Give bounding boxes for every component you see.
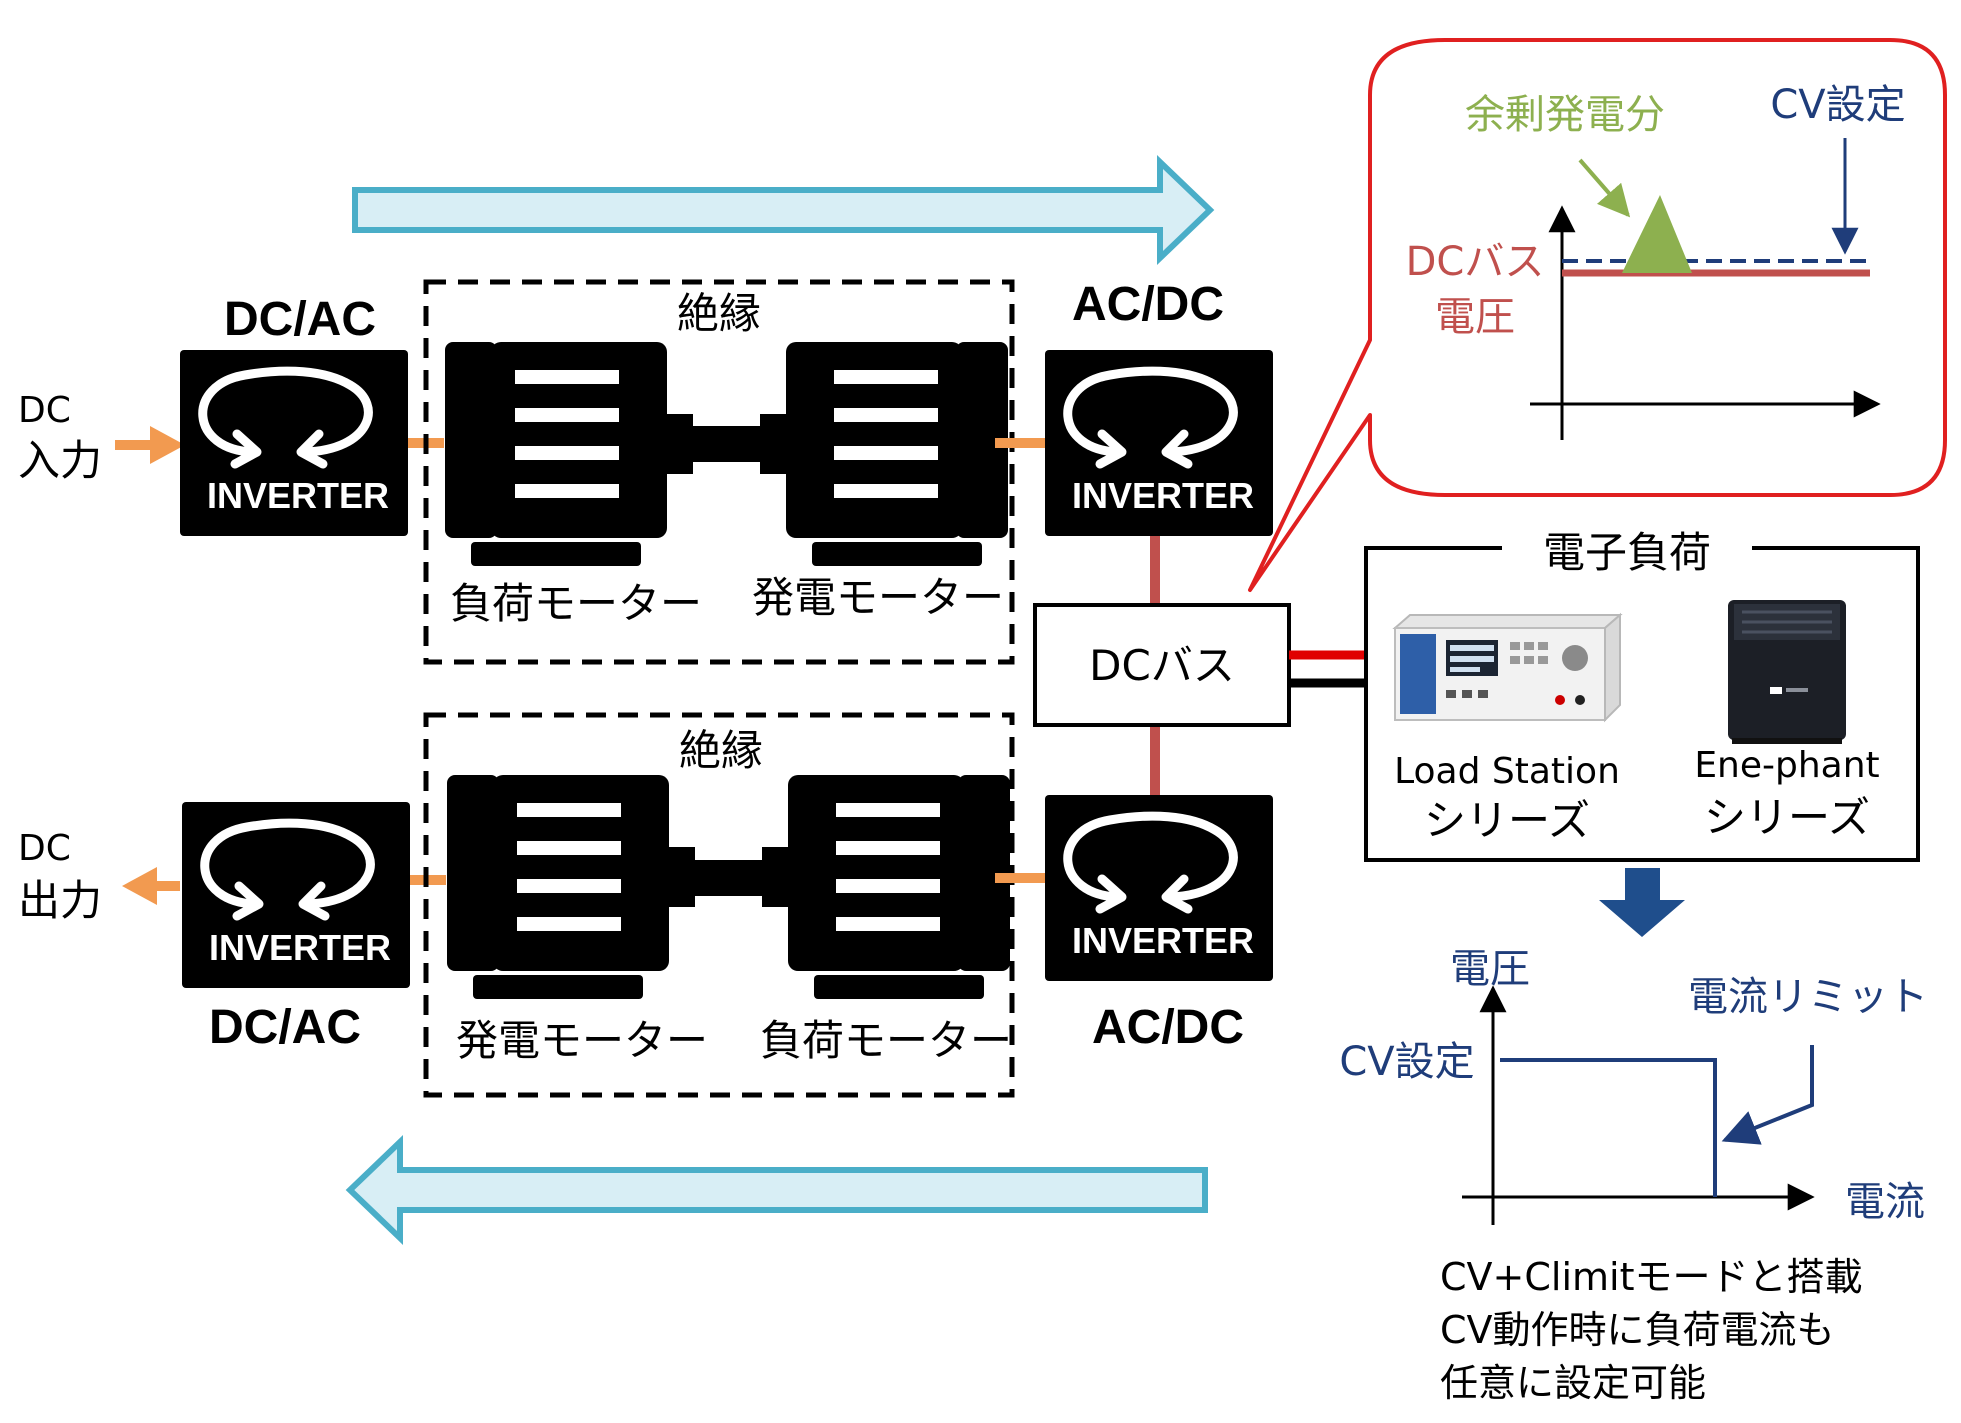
ene-phant-series: シリーズ: [1704, 793, 1870, 842]
top-load-motor: [445, 342, 693, 566]
electronic-load-title-bg: [1502, 528, 1752, 572]
cv-characteristic-line: [1500, 1058, 1717, 1197]
dc-bus-label: DCバス: [1089, 641, 1235, 690]
note-line-3: 任意に設定可能: [1440, 1361, 1706, 1405]
bus-voltage-label-line2: 電圧: [1435, 294, 1515, 340]
bottom-left-inverter-label: INVERTER: [209, 927, 391, 968]
note-line-2: CV動作時に負荷電流も: [1440, 1308, 1835, 1352]
load-station-device-image: [1392, 612, 1623, 723]
cv-graph-y-label: 電圧: [1450, 946, 1530, 992]
top-acdc-title: AC/DC: [1072, 278, 1224, 331]
top-dcac-title: DC/AC: [224, 293, 376, 346]
dc-output-label-dc: DC: [18, 828, 71, 869]
ene-phant-name: Ene-phant: [1694, 745, 1879, 786]
load-station-name: Load Station: [1394, 751, 1620, 792]
bottom-isolation-box: [423, 712, 1015, 1098]
top-right-inverter-label: INVERTER: [1072, 475, 1254, 516]
callout-bubble: [1248, 38, 1947, 592]
cv-graph-cv-setting-label: CV設定: [1339, 1039, 1474, 1085]
surplus-label: 余剰発電分: [1465, 92, 1665, 138]
bottom-acdc-title: AC/DC: [1092, 1001, 1244, 1054]
bottom-left-inverter: INVERTER: [182, 802, 410, 988]
current-limit-label: 電流リミット: [1688, 974, 1928, 1020]
dc-bus-box: [1033, 603, 1291, 727]
bottom-generator-motor-label: 発電モーター: [456, 1016, 708, 1065]
bottom-load-motor: [762, 775, 1010, 999]
note-line-1: CV+Climitモードと搭載: [1440, 1255, 1863, 1299]
cv-graph-x-label: 電流: [1845, 1179, 1925, 1225]
top-generator-motor-label: 発電モーター: [752, 573, 1004, 622]
cv-graph: [1462, 985, 1815, 1225]
bottom-isolation-label: 絶縁: [679, 726, 763, 775]
top-isolation-label: 絶縁: [677, 289, 761, 338]
bottom-load-motor-label: 負荷モーター: [760, 1016, 1012, 1065]
load-station-series: シリーズ: [1424, 796, 1590, 845]
bottom-generator-motor: [447, 775, 695, 999]
top-left-inverter: INVERTER: [180, 350, 408, 536]
dc-input-label: 入力: [18, 436, 102, 485]
top-generator-motor: [760, 342, 1008, 566]
top-right-inverter: INVERTER: [1045, 350, 1273, 536]
current-limit-pointer: [1721, 1045, 1814, 1145]
dc-output-arrow: [122, 867, 180, 905]
bus-voltage-label-line1: DCバス: [1406, 239, 1545, 285]
top-load-motor-label: 負荷モーター: [450, 579, 702, 628]
callout-graph: [1530, 138, 1881, 440]
callout-cv-setting-label: CV設定: [1770, 82, 1905, 128]
flow-arrow-left: [345, 1134, 1208, 1246]
bottom-right-inverter-label: INVERTER: [1072, 920, 1254, 961]
surplus-peak: [1622, 195, 1692, 273]
flow-arrow-right: [352, 154, 1215, 266]
electronic-load-title: 電子負荷: [1543, 528, 1711, 577]
top-left-inverter-label: INVERTER: [207, 475, 389, 516]
dc-output-label: 出力: [18, 876, 102, 925]
dc-input-arrow: [115, 426, 185, 464]
down-arrow: [1599, 868, 1685, 937]
surplus-pointer: [1578, 158, 1631, 218]
ene-phant-device-image: [1728, 600, 1846, 744]
dc-input-label-dc: DC: [18, 390, 71, 431]
top-isolation-box: [423, 279, 1015, 665]
bottom-dcac-title: DC/AC: [209, 1001, 361, 1054]
bottom-right-inverter: INVERTER: [1045, 795, 1273, 981]
